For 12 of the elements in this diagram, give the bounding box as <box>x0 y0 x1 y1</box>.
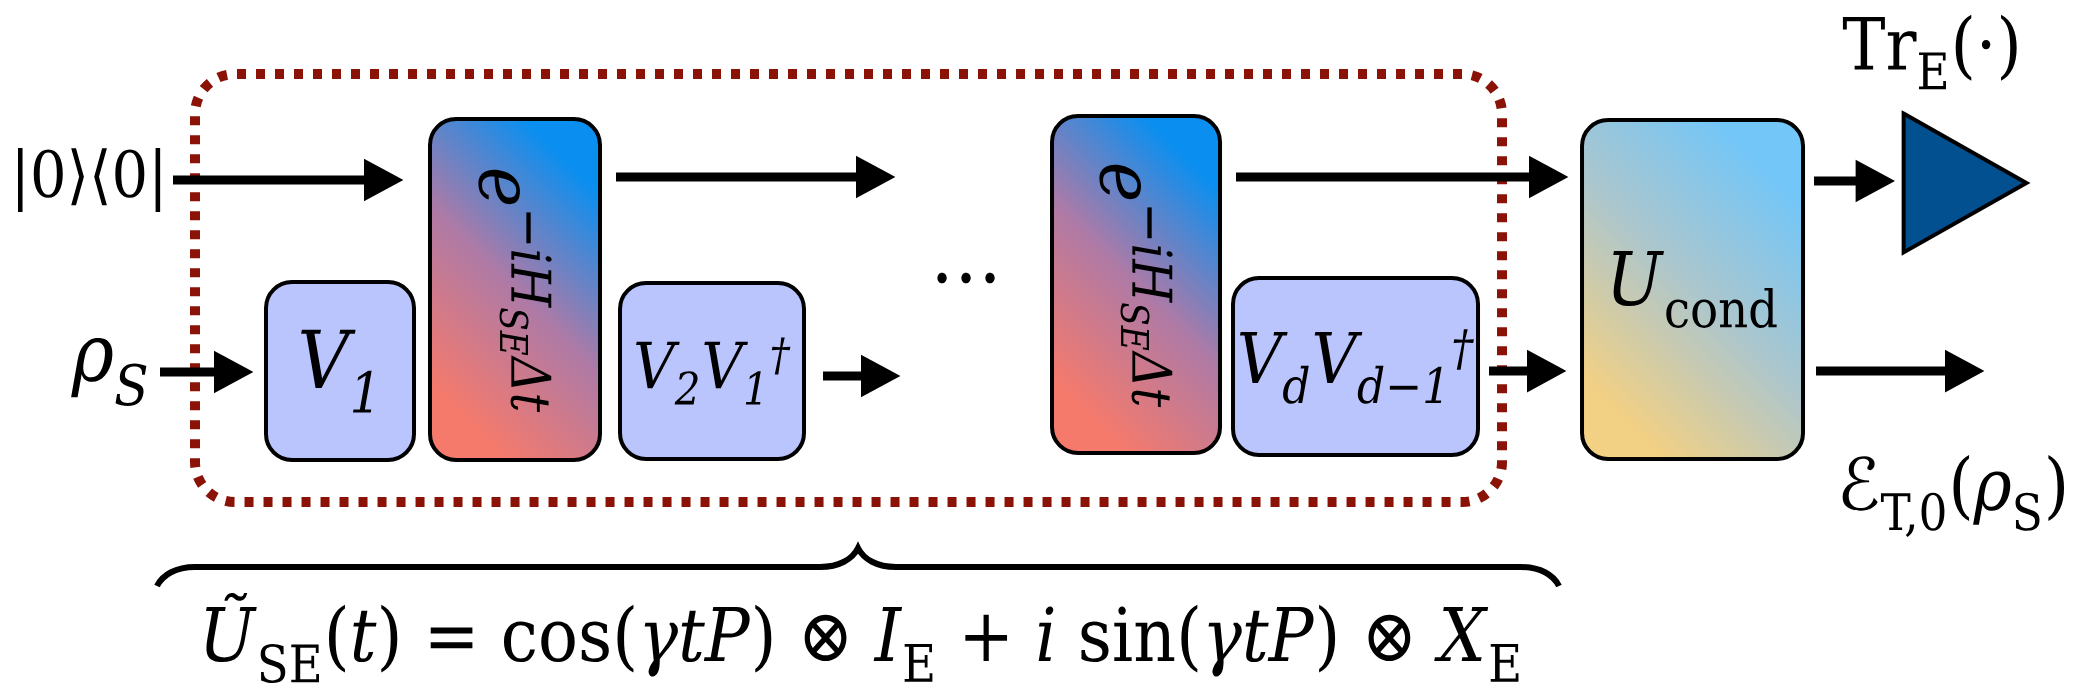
gate-box: e −iH$_{SE}$Δt <box>1050 114 1222 455</box>
output-label: ℰ$_{T,0}$(ρ$_{S}$) <box>1842 455 2064 537</box>
gate-box: U$_{cond}$ <box>1580 118 1806 461</box>
input-label: ρ$_{S}$ <box>71 338 147 406</box>
gate-box: V$_{d}$V$_{d−1}$† <box>1231 276 1480 457</box>
formula: Ũ$_{SE}$(t) = cos(γtP) ⊗ I$_{E}$ + i sin(γtP) ⊗ X$_{E}$ <box>206 592 1519 684</box>
input-label: |0⟩⟨0| <box>18 148 161 212</box>
ellipsis: … <box>937 272 995 284</box>
gate-box: V$_{1}$ <box>264 280 416 462</box>
dotted-frame <box>190 69 1507 507</box>
gate-box: V$_{2}$V$_{1}$† <box>618 281 806 461</box>
gate-box: e −iH$_{SE}$Δt <box>428 117 602 462</box>
